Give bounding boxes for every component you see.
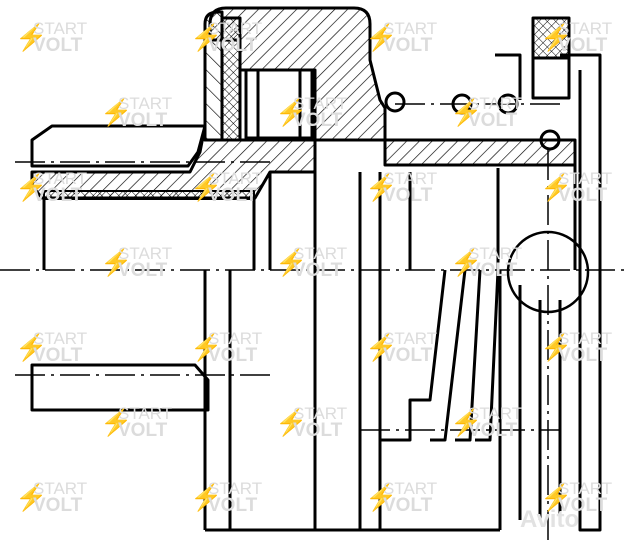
- lightning-bolt-icon: ⚡: [275, 407, 308, 437]
- lightning-bolt-icon: ⚡: [365, 482, 398, 512]
- lightning-bolt-icon: ⚡: [275, 97, 308, 127]
- lightning-bolt-icon: ⚡: [365, 22, 398, 52]
- lightning-bolt-icon: ⚡: [15, 332, 48, 362]
- lightning-bolt-icon: ⚡: [540, 22, 573, 52]
- lightning-bolt-icon: ⚡: [540, 332, 573, 362]
- lightning-bolt-icon: ⚡: [190, 172, 223, 202]
- lightning-bolt-icon: ⚡: [450, 97, 483, 127]
- lightning-bolt-icon: ⚡: [365, 332, 398, 362]
- lightning-bolt-icon: ⚡: [15, 22, 48, 52]
- spring-coil: [384, 91, 406, 113]
- lightning-bolt-icon: ⚡: [190, 332, 223, 362]
- roller-retainer: [220, 16, 242, 142]
- lightning-bolt-icon: ⚡: [540, 172, 573, 202]
- lightning-bolt-icon: ⚡: [15, 482, 48, 512]
- lightning-bolt-icon: ⚡: [100, 247, 133, 277]
- lightning-bolt-icon: ⚡: [540, 482, 573, 512]
- bushing-strip: [43, 190, 255, 200]
- lightning-bolt-icon: ⚡: [100, 97, 133, 127]
- drive-plate: [495, 53, 602, 532]
- lightning-bolt-icon: ⚡: [190, 482, 223, 512]
- lightning-bolt-icon: ⚡: [450, 407, 483, 437]
- spring-coil: [539, 129, 561, 151]
- lightning-bolt-icon: ⚡: [450, 247, 483, 277]
- lightning-bolt-icon: ⚡: [275, 247, 308, 277]
- spring: [380, 269, 500, 532]
- upper-shaft: [30, 124, 207, 168]
- lightning-bolt-icon: ⚡: [190, 22, 223, 52]
- avito-watermark: Avito: [520, 506, 580, 533]
- lightning-bolt-icon: ⚡: [100, 407, 133, 437]
- lightning-bolt-icon: ⚡: [15, 172, 48, 202]
- lightning-bolt-icon: ⚡: [365, 172, 398, 202]
